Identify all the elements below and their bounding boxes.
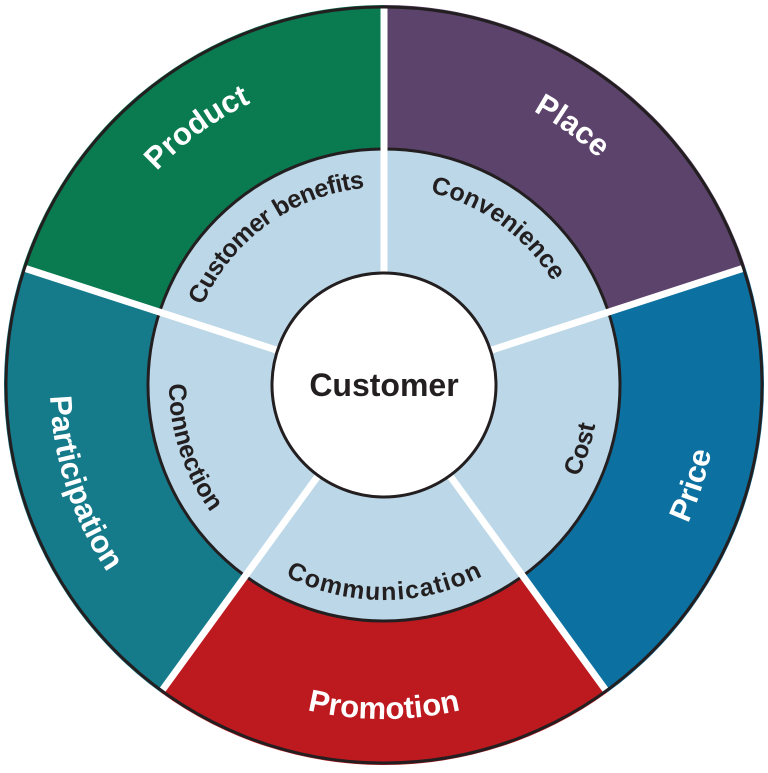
segment-divider <box>439 463 609 693</box>
center-label: Customer <box>309 367 458 403</box>
segment-divider <box>24 265 290 358</box>
segment-divider <box>159 463 329 693</box>
center-circle <box>270 271 498 499</box>
segment-divider <box>478 265 744 358</box>
outer-ring-outline <box>4 5 764 765</box>
